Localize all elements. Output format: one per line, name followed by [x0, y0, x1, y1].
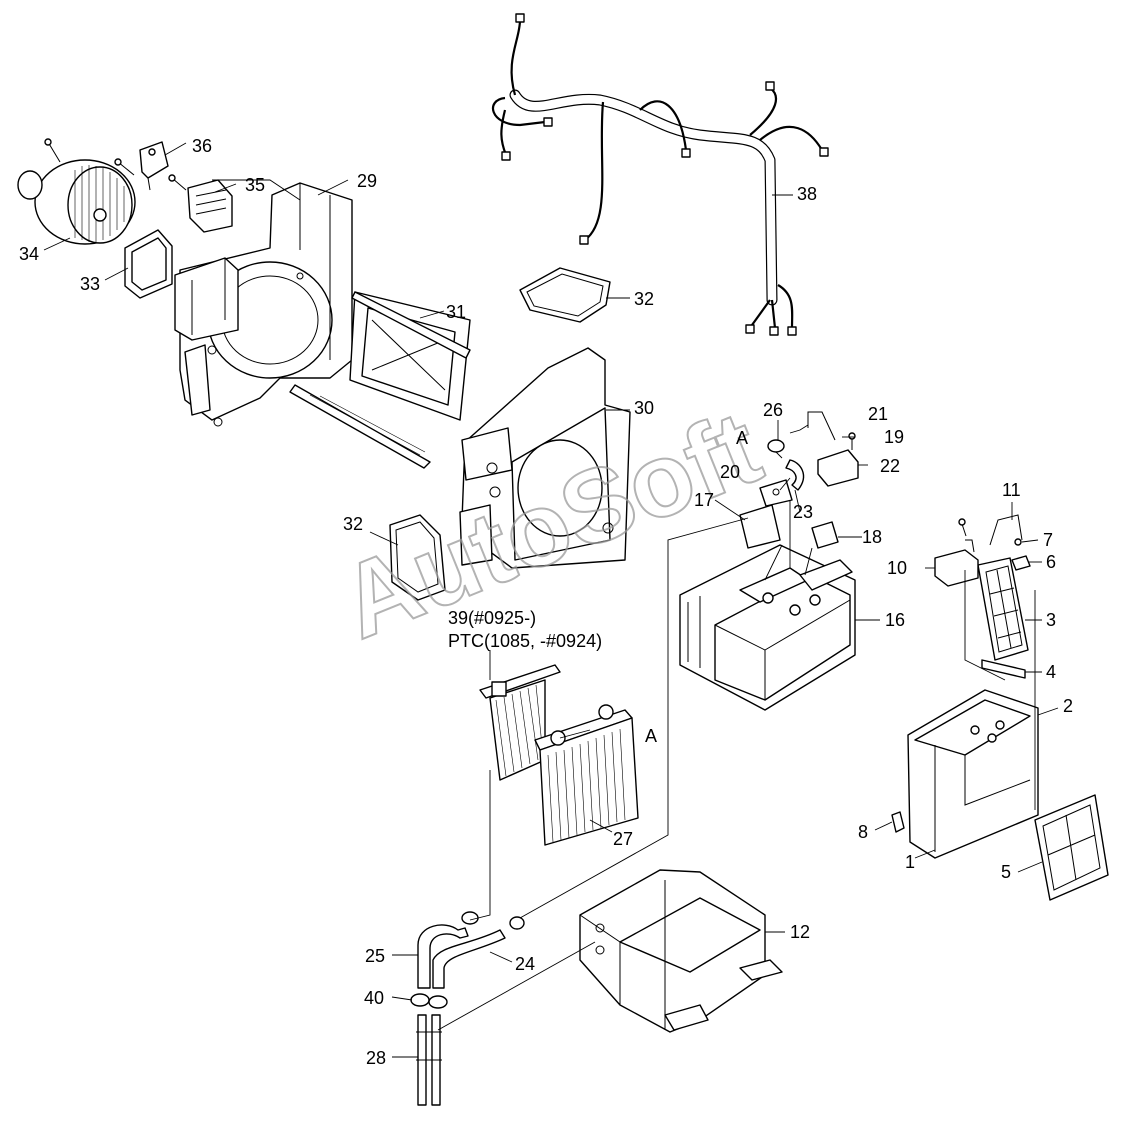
wiring-harness-part-38 — [492, 13, 829, 336]
label-ptc: PTC(1085, -#0924) — [448, 631, 602, 651]
label-part-31: 31 — [446, 302, 466, 322]
label-part-32-upper: 32 — [634, 289, 654, 309]
label-part-5: 5 — [1001, 862, 1011, 882]
label-part-34: 34 — [19, 244, 39, 264]
seal-part-32-lower — [389, 514, 446, 601]
relay-part-18 — [811, 521, 839, 549]
label-part-19: 19 — [884, 427, 904, 447]
ptc-heater-part-39 — [479, 664, 561, 781]
seal-part-32-upper — [519, 267, 611, 323]
pipe-part-11 — [989, 514, 1023, 546]
label-reference-a-upper: A — [736, 428, 748, 448]
fitting-part-6-7 — [958, 518, 1031, 571]
label-part-28: 28 — [366, 1048, 386, 1068]
label-part-6: 6 — [1046, 552, 1056, 572]
label-part-35: 35 — [245, 175, 265, 195]
evaporator-case-part-16 — [679, 544, 856, 711]
label-part-24: 24 — [515, 954, 535, 974]
clamp-part-26 — [767, 439, 785, 453]
label-part-40: 40 — [364, 988, 384, 1008]
label-part-3: 3 — [1046, 610, 1056, 630]
label-part-39: 39(#0925-) — [448, 608, 536, 628]
lower-case-part-1 — [907, 689, 1039, 859]
hose-part-23 — [785, 459, 805, 491]
label-part-4: 4 — [1046, 662, 1056, 682]
switch-part-20 — [759, 479, 793, 507]
frame-part-12 — [579, 869, 783, 1033]
label-part-30: 30 — [634, 398, 654, 418]
label-part-23: 23 — [793, 502, 813, 522]
heater-core-part-27 — [534, 704, 639, 846]
label-part-2: 2 — [1063, 696, 1073, 716]
label-reference-a-lower: A — [645, 726, 657, 746]
label-part-22: 22 — [880, 456, 900, 476]
callout-labels: 1 2 3 4 5 6 7 8 10 11 12 16 17 18 19 20 … — [19, 136, 1073, 1068]
label-part-21: 21 — [868, 404, 888, 424]
label-part-20: 20 — [720, 462, 740, 482]
label-part-7: 7 — [1043, 530, 1053, 550]
label-part-8: 8 — [858, 822, 868, 842]
control-unit-part-10 — [934, 539, 979, 587]
filter-frame-part-31 — [289, 291, 471, 469]
leader-lines — [43, 142, 1059, 1058]
resistor-part-36 — [139, 141, 169, 191]
label-part-18: 18 — [862, 527, 882, 547]
label-part-36: 36 — [192, 136, 212, 156]
label-part-1: 1 — [905, 852, 915, 872]
clip-part-8 — [891, 811, 905, 833]
label-part-12: 12 — [790, 922, 810, 942]
hose-part-25 — [417, 924, 469, 989]
filter-cover-part-5 — [1034, 794, 1109, 901]
label-part-27: 27 — [613, 829, 633, 849]
sensor-part-22 — [817, 449, 859, 487]
clamp-part-hose — [461, 911, 525, 930]
hose-part-24 — [432, 929, 506, 989]
label-part-11: 11 — [1002, 480, 1021, 500]
label-part-33: 33 — [80, 274, 100, 294]
case-part-30 — [459, 347, 631, 569]
pipe-part-21 — [807, 411, 836, 441]
label-part-32-lower: 32 — [343, 514, 363, 534]
expansion-valve-part-17 — [739, 504, 781, 549]
label-part-17: 17 — [694, 490, 714, 510]
label-part-16: 16 — [885, 610, 905, 630]
label-part-38: 38 — [797, 184, 817, 204]
filter-part-3 — [977, 557, 1029, 661]
label-part-26: 26 — [763, 400, 783, 420]
blower-housing-part-29 — [174, 182, 353, 427]
actuator-part-35 — [187, 179, 233, 233]
screw-parts — [114, 158, 187, 191]
clamp-part-40 — [410, 993, 448, 1009]
blower-motor-part-34 — [17, 138, 136, 245]
pipe-part-28 — [416, 1014, 442, 1106]
label-part-25: 25 — [365, 946, 385, 966]
label-part-29: 29 — [357, 171, 377, 191]
bolt-part-19 — [848, 432, 856, 450]
seal-strip-part-4 — [981, 659, 1026, 679]
label-part-10: 10 — [887, 558, 907, 578]
gasket-part-33 — [124, 229, 173, 299]
